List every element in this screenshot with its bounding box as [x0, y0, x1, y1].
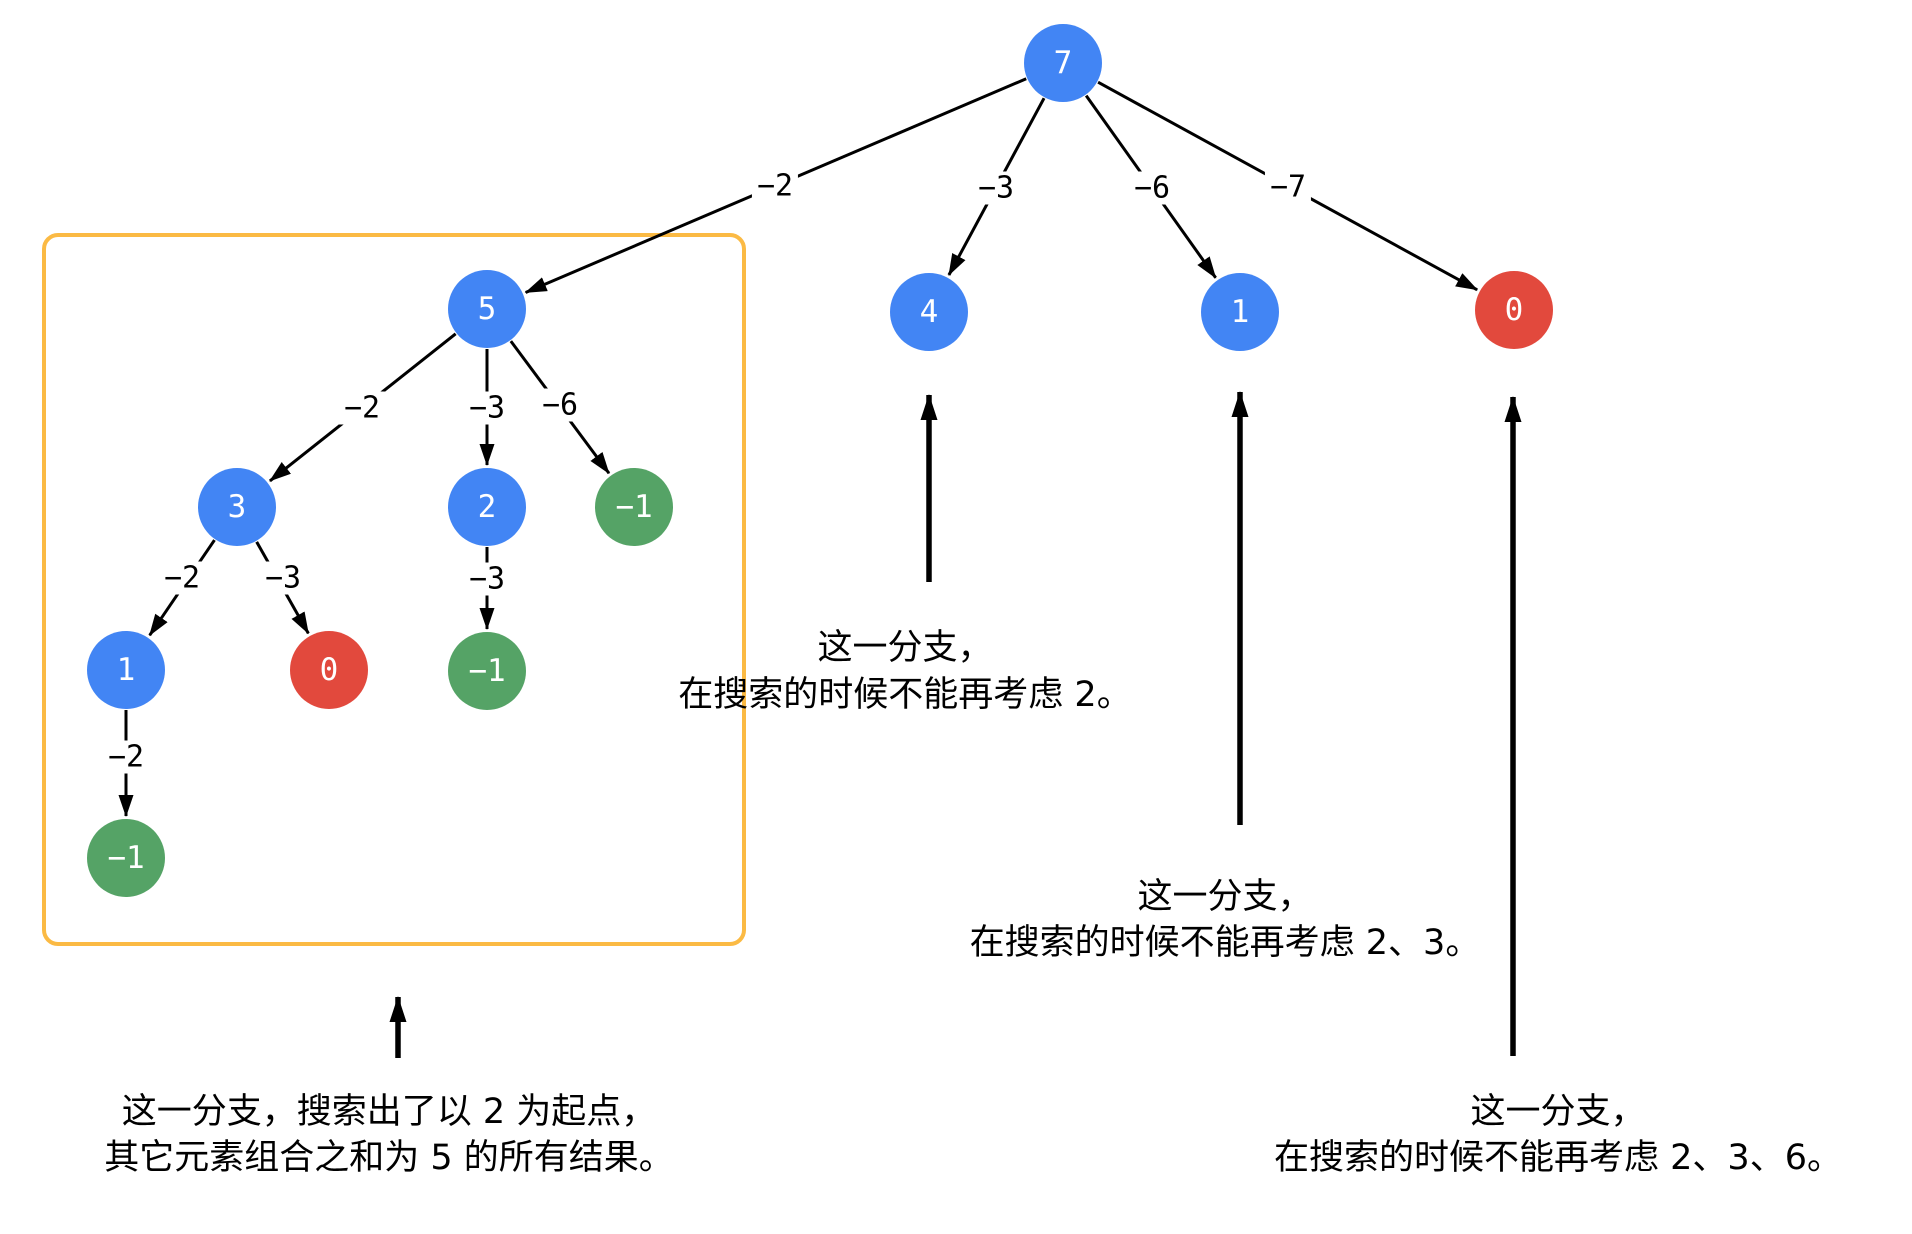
tree-node-root7: 7	[1024, 24, 1102, 102]
annotation-line: 在搜索的时候不能再考虑 2、3、6。	[1274, 1138, 1842, 1178]
annotation-line: 这一分支，搜索出了以 2 为起点，	[121, 1092, 657, 1132]
edge-label-root7-n1: −6	[1128, 171, 1176, 205]
annotation-2: 这一分支， 在搜索的时候不能再考虑 2。	[678, 625, 1131, 719]
annotation-line: 在搜索的时候不能再考虑 2。	[678, 674, 1132, 715]
annotation-line: 这一分支，	[1470, 1092, 1646, 1132]
annotation-4: 这一分支， 在搜索的时候不能再考虑 2、3、6。	[1274, 1089, 1842, 1181]
highlight-box	[42, 233, 746, 946]
tree-node-n3: 3	[198, 468, 276, 546]
tree-node-n5: 5	[448, 270, 526, 348]
tree-node-m1b: −1	[448, 632, 526, 710]
tree-node-n0: 0	[1475, 271, 1553, 349]
tree-node-n2: 2	[448, 468, 526, 546]
annotation-1: 这一分支，搜索出了以 2 为起点， 其它元素组合之和为 5 的所有结果。	[104, 1089, 674, 1181]
annotation-line: 在搜索的时候不能再考虑 2、3。	[969, 923, 1481, 963]
edge-label-n3-n1b: −2	[158, 561, 206, 595]
annotation-line: 这一分支，	[817, 627, 993, 668]
edge-label-n3-n0b: −3	[259, 561, 307, 595]
tree-node-n1: 1	[1201, 273, 1279, 351]
tree-node-n4: 4	[890, 273, 968, 351]
annotation-line: 其它元素组合之和为 5 的所有结果。	[104, 1138, 674, 1178]
annotation-line: 这一分支，	[1137, 877, 1313, 917]
tree-node-n0b: 0	[290, 631, 368, 709]
tree-node-n1b: 1	[87, 631, 165, 709]
annotation-3: 这一分支， 在搜索的时候不能再考虑 2、3。	[970, 874, 1481, 966]
edge-label-n5-n3: −2	[338, 391, 386, 425]
edge-label-n5-m1a: −6	[536, 388, 584, 422]
edge-label-n1b-m1c: −2	[102, 740, 150, 774]
tree-node-m1c: −1	[87, 819, 165, 897]
edge-label-n5-n2: −3	[463, 391, 511, 425]
edge-label-root7-n0: −7	[1264, 170, 1312, 204]
edge-label-n2-m1b: −3	[463, 562, 511, 596]
edge-label-root7-n5: −2	[751, 169, 799, 203]
tree-node-m1a: −1	[595, 468, 673, 546]
edge-label-root7-n4: −3	[972, 171, 1020, 205]
